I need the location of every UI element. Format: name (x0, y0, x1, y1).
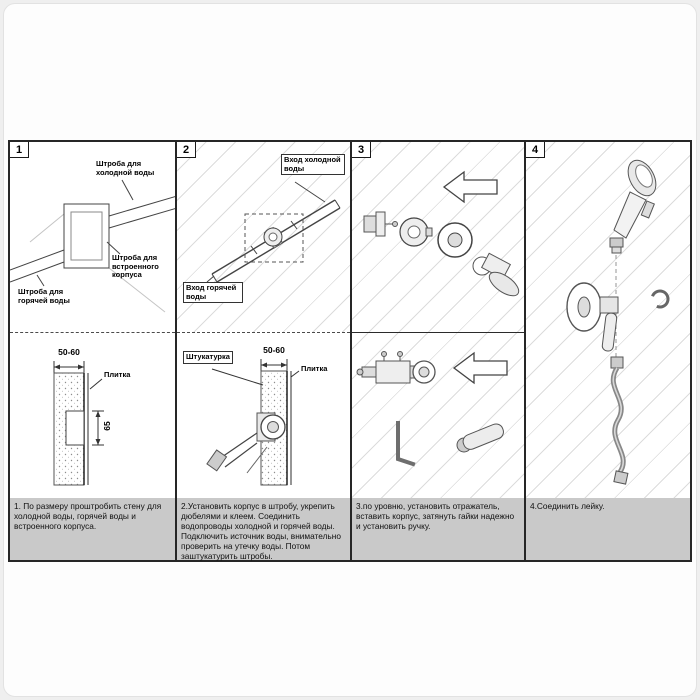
step3-number: 3 (352, 142, 371, 158)
panel2-art: Вход холодной воды Вход горячей воды (177, 142, 350, 502)
label-plaster: Штукатурка (183, 351, 233, 364)
label-cold-inlet: Вход холодной воды (281, 154, 345, 176)
label-body-channel: Штроба для встроенного корпуса (112, 253, 159, 280)
instruction-grid: 1 Штроба (8, 140, 692, 562)
dim-channel-width-2: 50-60 (263, 345, 285, 355)
panel-step-1: 1 Штроба (10, 142, 177, 560)
panel4-art (526, 142, 690, 502)
panel-step-4: 4 (526, 142, 690, 560)
body-in-wall-drawing (206, 359, 300, 486)
step1-number: 1 (10, 142, 29, 158)
panel3-art (352, 142, 524, 502)
step1-caption: 1. По размеру проштробить стену для холо… (10, 498, 175, 560)
step2-number: 2 (177, 142, 196, 158)
label-tile-2: Плитка (301, 364, 328, 373)
panel3-handle-diagram (352, 332, 524, 502)
panel-step-3: 3 (352, 142, 526, 560)
dim-recess-height: 65 (102, 421, 112, 431)
label-cold-channel: Штроба для холодной воды (96, 159, 155, 177)
panel2-pipes-diagram: Вход холодной воды Вход горячей воды (177, 142, 350, 332)
panel1-art: Штроба для холодной воды Штроба для встр… (10, 142, 175, 502)
hand-shower-assembly-drawing (566, 159, 670, 485)
panel1-wall-section-diagram: 50-60 Плитка 65 (10, 332, 175, 502)
handle-parts-drawing (356, 351, 508, 467)
panel2-wall-section-diagram: Штукатурка 50-60 Плитка (177, 332, 350, 502)
wall-channels-drawing (10, 179, 175, 313)
step3-caption: 3.по уровню, установить отражатель, вста… (352, 498, 524, 560)
pipes-drawing (206, 181, 341, 283)
dim-channel-width: 50-60 (58, 347, 80, 357)
label-hot-channel: Штроба для горячей воды (18, 287, 70, 305)
panel-step-2: 2 (177, 142, 352, 561)
step2-caption: 2.Установить корпус в штробу, укрепить д… (177, 498, 350, 561)
escutcheon-parts-drawing (363, 170, 520, 297)
label-hot-inlet: Вход горячей воды (183, 282, 243, 304)
panel3-escutcheon-diagram (352, 142, 524, 332)
step4-number: 4 (526, 142, 545, 158)
label-tile: Плитка (104, 370, 131, 379)
panel1-channels-diagram: Штроба для холодной воды Штроба для встр… (10, 142, 175, 332)
wall-section-drawing (53, 361, 104, 486)
step4-caption: 4.Соединить лейку. (526, 498, 690, 560)
